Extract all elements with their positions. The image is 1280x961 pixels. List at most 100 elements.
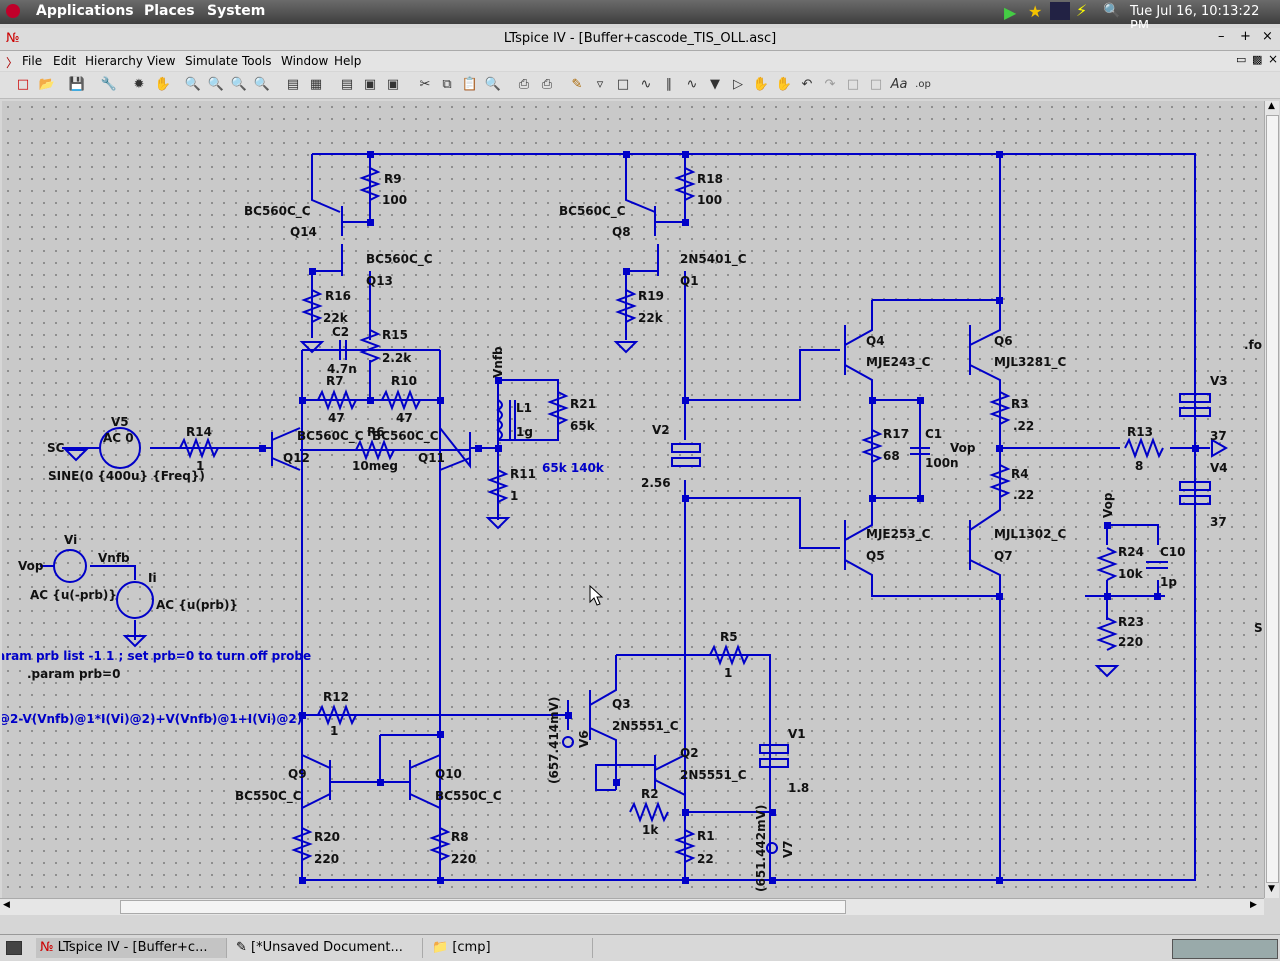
schematic-canvas[interactable]: R9 100 BC560C_C Q14 BC560C_C Q13 R16 22k…	[2, 101, 1264, 898]
scroll-down-icon[interactable]: ▼	[1268, 884, 1275, 894]
value-r18: 100	[697, 193, 722, 207]
pan-icon[interactable]: 🔍	[207, 77, 225, 92]
label-q11: Q11	[418, 451, 445, 465]
app-icon[interactable]: №	[6, 31, 20, 46]
value-r11: 1	[510, 489, 518, 503]
move-icon[interactable]: ✋	[752, 77, 770, 92]
menu-hierarchy[interactable]: Hierarchy	[85, 54, 144, 68]
print-icon[interactable]: ⎙	[541, 77, 553, 92]
directive-expression[interactable]: @2-V(Vnfb)@1*I(Vi)@2)+V(Vnfb)@1+I(Vi)@2)	[2, 712, 302, 726]
toolbar: □ 📂 💾 🔧 ✹ ✋ 🔍 🔍 🔍 🔍 ▤ ▦ ▤ ▣ ▣ ✂ ⧉ 📋 🔍 ⎙ …	[0, 72, 1280, 99]
cut-icon[interactable]: ✂	[419, 77, 431, 92]
value-r21: 65k	[570, 419, 596, 433]
save-icon[interactable]: 💾	[68, 77, 86, 92]
menu-view[interactable]: View	[147, 54, 176, 68]
value-r19: 22k	[638, 311, 664, 325]
model-q2: 2N5551_C	[680, 768, 747, 783]
scroll-left-icon[interactable]: ◀	[3, 900, 10, 910]
applications-menu[interactable]: Applications	[36, 3, 134, 19]
rotate-icon[interactable]: □	[846, 77, 860, 92]
label-net-icon[interactable]: □	[616, 77, 630, 92]
diode-icon[interactable]: ▼	[710, 77, 720, 92]
ground-icon[interactable]: ▿	[596, 77, 604, 92]
horizontal-scroll-thumb[interactable]	[120, 900, 846, 914]
label-q3: Q3	[612, 697, 631, 711]
maximize-button[interactable]: +	[1240, 29, 1251, 44]
task-ltspice[interactable]: № LTspice IV - [Buffer+c...	[36, 938, 227, 958]
run-simulation-icon[interactable]: ✹	[133, 77, 145, 92]
places-menu[interactable]: Places	[144, 3, 195, 19]
zoom-fit-icon[interactable]: 🔍	[253, 77, 271, 92]
zoom-out-icon[interactable]: 🔍	[230, 77, 248, 92]
menu-simulate[interactable]: Simulate	[185, 54, 239, 68]
label-r19: R19	[638, 289, 664, 303]
task-cmp[interactable]: 📁 [cmp]	[428, 938, 593, 958]
menu-window[interactable]: Window	[281, 54, 329, 68]
monitor-icon[interactable]	[1050, 2, 1070, 20]
scroll-right-icon[interactable]: ▶	[1250, 900, 1257, 910]
directive-param-list[interactable]: .param prb list -1 1 ; set prb=0 to turn…	[2, 649, 311, 663]
menu-edit[interactable]: Edit	[53, 54, 77, 68]
menu-help[interactable]: Help	[334, 54, 362, 68]
inductor-icon[interactable]: ∿	[686, 77, 698, 92]
redo-icon[interactable]: ↷	[824, 77, 836, 92]
workspace-switcher[interactable]	[1172, 939, 1278, 959]
doc-minimize-button[interactable]: ▭	[1236, 53, 1247, 66]
scroll-up-icon[interactable]: ▲	[1268, 101, 1275, 111]
window-title-bar: № LTspice IV - [Buffer+cascode_TIS_OLL.a…	[0, 28, 1280, 51]
undo-icon[interactable]: ↶	[801, 77, 813, 92]
menu-tools[interactable]: Tools	[242, 54, 272, 68]
label-r23: R23	[1118, 615, 1144, 629]
tile-vertical-icon[interactable]: ▣	[363, 77, 377, 92]
wire-icon[interactable]: ✎	[571, 77, 583, 92]
cascade-icon[interactable]: ▣	[386, 77, 400, 92]
vertical-scrollbar[interactable]: ▲ ▼	[1264, 101, 1279, 898]
drag-icon[interactable]: ✋	[775, 77, 793, 92]
value-c1: 100n	[925, 456, 959, 470]
horizontal-scrollbar[interactable]: ◀ ▶	[0, 898, 1264, 915]
zoom-in-icon[interactable]: 🔍	[184, 77, 202, 92]
doc-close-button[interactable]: ×	[1268, 52, 1279, 66]
tile-horizontal-icon[interactable]: ▤	[340, 77, 354, 92]
show-desktop-icon[interactable]	[6, 941, 22, 955]
search-icon[interactable]: 🔍	[1103, 3, 1121, 19]
new-schematic-icon[interactable]: □	[16, 77, 30, 92]
minimize-button[interactable]: –	[1218, 29, 1225, 44]
doc-icon[interactable]: 〉	[6, 56, 19, 70]
distro-logo-icon[interactable]	[6, 4, 20, 18]
menu-bar: 〉 File Edit Hierarchy View Simulate Tool…	[0, 51, 1280, 71]
vertical-scroll-thumb[interactable]	[1266, 115, 1279, 883]
capacitor-icon[interactable]: ∥	[665, 77, 673, 92]
system-menu[interactable]: System	[207, 3, 266, 19]
directive-param-prb[interactable]: .param prb=0	[27, 667, 120, 681]
menu-file[interactable]: File	[22, 54, 43, 68]
find-icon[interactable]: 🔍	[484, 77, 502, 92]
print-setup-icon[interactable]: ⎙	[518, 77, 530, 92]
model-q13: BC560C_C	[366, 252, 433, 267]
bolt-icon[interactable]: ⚡	[1076, 1, 1088, 20]
label-q8: Q8	[612, 225, 631, 239]
grid-icon[interactable]: ▦	[309, 77, 323, 92]
resistor-icon[interactable]: ∿	[640, 77, 652, 92]
doc-restore-button[interactable]: ▩	[1252, 53, 1263, 66]
copy-icon[interactable]: ⧉	[442, 77, 452, 92]
halt-icon[interactable]: ✋	[154, 77, 172, 92]
directive-fo[interactable]: .fo	[1244, 338, 1262, 352]
close-button[interactable]: ×	[1262, 29, 1273, 44]
component-icon[interactable]: ▷	[733, 77, 743, 92]
label-q9: Q9	[288, 767, 307, 781]
run-icon[interactable]: ▶	[1004, 3, 1017, 22]
mirror-icon[interactable]: □	[869, 77, 883, 92]
star-icon[interactable]: ★	[1028, 2, 1043, 21]
open-icon[interactable]: 📂	[38, 77, 56, 92]
control-panel-icon[interactable]: 🔧	[100, 77, 118, 92]
autorange-icon[interactable]: ▤	[286, 77, 300, 92]
text-icon[interactable]: Aa	[890, 77, 908, 92]
value-v4: 37	[1210, 515, 1227, 529]
model-q8: BC560C_C	[559, 204, 626, 219]
paste-icon[interactable]: 📋	[461, 77, 479, 92]
value-r4: .22	[1013, 488, 1034, 502]
spice-directive-icon[interactable]: .op	[915, 79, 931, 90]
value-r7: 47	[328, 411, 345, 425]
task-editor[interactable]: ✎ [*Unsaved Document...	[232, 938, 423, 958]
